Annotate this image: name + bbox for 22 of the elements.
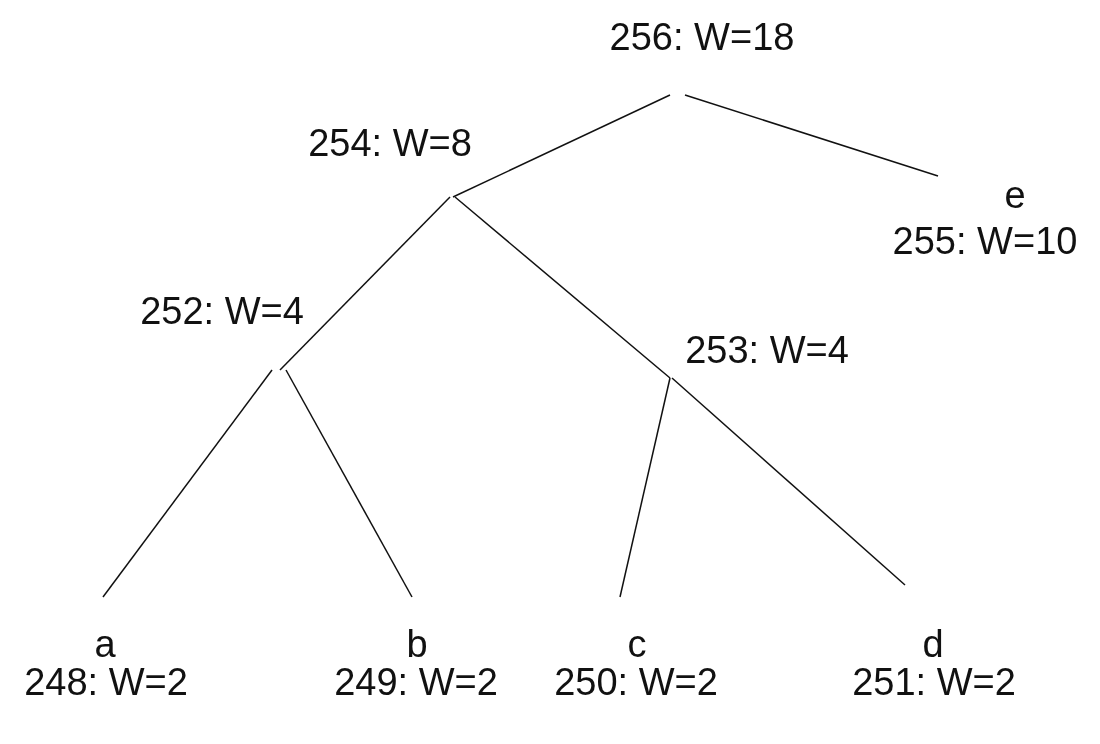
tree-branch-line — [684, 94, 939, 177]
weight-label: 249: W=2 — [334, 663, 498, 701]
tree-branch-line — [285, 369, 413, 598]
leaf-symbol: a — [94, 625, 116, 663]
weight-label: 252: W=4 — [140, 292, 304, 330]
weight-label: 253: W=4 — [685, 331, 849, 369]
leaf-symbol: b — [406, 625, 428, 663]
leaf-symbol: d — [922, 625, 944, 663]
weight-label: 251: W=2 — [852, 663, 1016, 701]
weight-label: 256: W=18 — [609, 18, 795, 56]
tree-branch-line — [454, 196, 671, 379]
tree-branch-line — [452, 94, 671, 198]
weight-label: 255: W=10 — [892, 222, 1078, 260]
weight-label: 250: W=2 — [554, 663, 718, 701]
leaf-symbol: c — [627, 625, 647, 663]
tree-branch-line — [279, 196, 451, 371]
tree-branch-line — [102, 369, 273, 598]
tree-branch-line — [671, 377, 906, 586]
weight-label: 248: W=2 — [24, 663, 188, 701]
tree-branch-line — [619, 377, 671, 598]
leaf-symbol: e — [1004, 176, 1026, 214]
weight-label: 254: W=8 — [308, 124, 472, 162]
